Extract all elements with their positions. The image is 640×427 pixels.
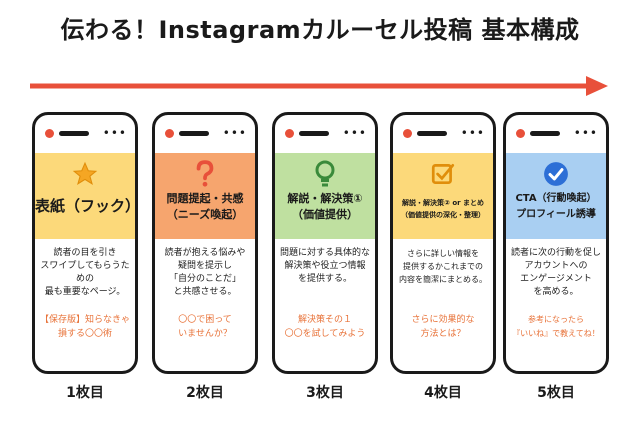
carousel-card-5: ••• CTA（行動喚起） プロフィール誘導 読者に次の行動を促し アカウントへ… [503,112,609,374]
check-circle-icon [506,159,606,189]
card-example: 参考になったら 『いいね』で教えてね！ [512,315,600,338]
avatar [403,129,412,138]
card-example: 【保存版】知らなきゃ 損する〇〇術 [39,315,130,339]
avatar [45,129,54,138]
username-bar [299,131,329,136]
card-header-band: 表紙（フック） [35,153,135,239]
card-description: 読者に次の行動を促し アカウントへの エンゲージメント を高める。 [510,248,601,297]
checkbox-icon [393,159,493,189]
card-header-band: 解説・解決策② or まとめ （価値提供の深化・整理） [393,153,493,239]
lightbulb-icon [275,159,375,189]
username-bar [179,131,209,136]
card-header-band: CTA（行動喚起） プロフィール誘導 [506,153,606,239]
phone-header: ••• [393,115,493,153]
star-icon [35,159,135,189]
question-icon [155,159,255,189]
card-example: さらに効果的な 方法とは？ [411,315,475,339]
username-bar [530,131,560,136]
carousel-card-1: ••• 表紙（フック） 読者の目を引き スワイプしてもらうための 最も重要なペー… [32,112,138,374]
more-icon: ••• [460,126,485,140]
card-label-2: 2枚目 [186,385,224,401]
avatar [516,129,525,138]
card-description: さらに詳しい情報を 提供するかこれまでの 内容を簡潔にまとめる。 [399,249,487,284]
card-header-band: 問題提起・共感 （ニーズ喚起） [155,153,255,239]
card-label-4: 4枚目 [424,385,462,401]
progress-arrow [30,76,608,96]
phone-header: ••• [35,115,135,153]
card-heading: 解説・解決策① （価値提供） [287,192,363,221]
card-description: 読者が抱える悩みや 疑問を提示し 「自分のことだ」 と共感させる。 [164,248,246,297]
avatar [165,129,174,138]
card-label-5: 5枚目 [537,385,575,401]
card-header-band: 解説・解決策① （価値提供） [275,153,375,239]
card-label-1: 1枚目 [66,385,104,401]
carousel-card-3: ••• 解説・解決策① （価値提供） 問題に対する具体的な 解決策や役立つ情報 … [272,112,378,374]
phone-header: ••• [155,115,255,153]
more-icon: ••• [222,126,247,140]
username-bar [59,131,89,136]
card-heading: 問題提起・共感 （ニーズ喚起） [166,192,244,221]
card-description: 問題に対する具体的な 解決策や役立つ情報 を提供する。 [279,248,370,284]
card-heading: 解説・解決策② or まとめ （価値提供の深化・整理） [401,199,485,219]
page-title: 伝わる！Instagramカルーセル投稿 基本構成 [60,16,580,44]
card-example: 解決策その１ 〇〇を試してみよう [284,315,366,339]
carousel-card-4: ••• 解説・解決策② or まとめ （価値提供の深化・整理） さらに詳しい情報… [390,112,496,374]
card-description: 読者の目を引き スワイプしてもらうための 最も重要なページ。 [40,248,130,297]
more-icon: ••• [102,126,127,140]
more-icon: ••• [342,126,367,140]
card-label-3: 3枚目 [306,385,344,401]
more-icon: ••• [573,126,598,140]
card-example: 〇〇で困って いませんか？ [178,315,232,339]
card-heading: CTA（行動喚起） プロフィール誘導 [515,193,597,220]
phone-header: ••• [506,115,606,153]
username-bar [417,131,447,136]
phone-header: ••• [275,115,375,153]
carousel-card-2: ••• 問題提起・共感 （ニーズ喚起） 読者が抱える悩みや 疑問を提示し 「自分… [152,112,258,374]
avatar [285,129,294,138]
card-heading: 表紙（フック） [35,197,138,215]
